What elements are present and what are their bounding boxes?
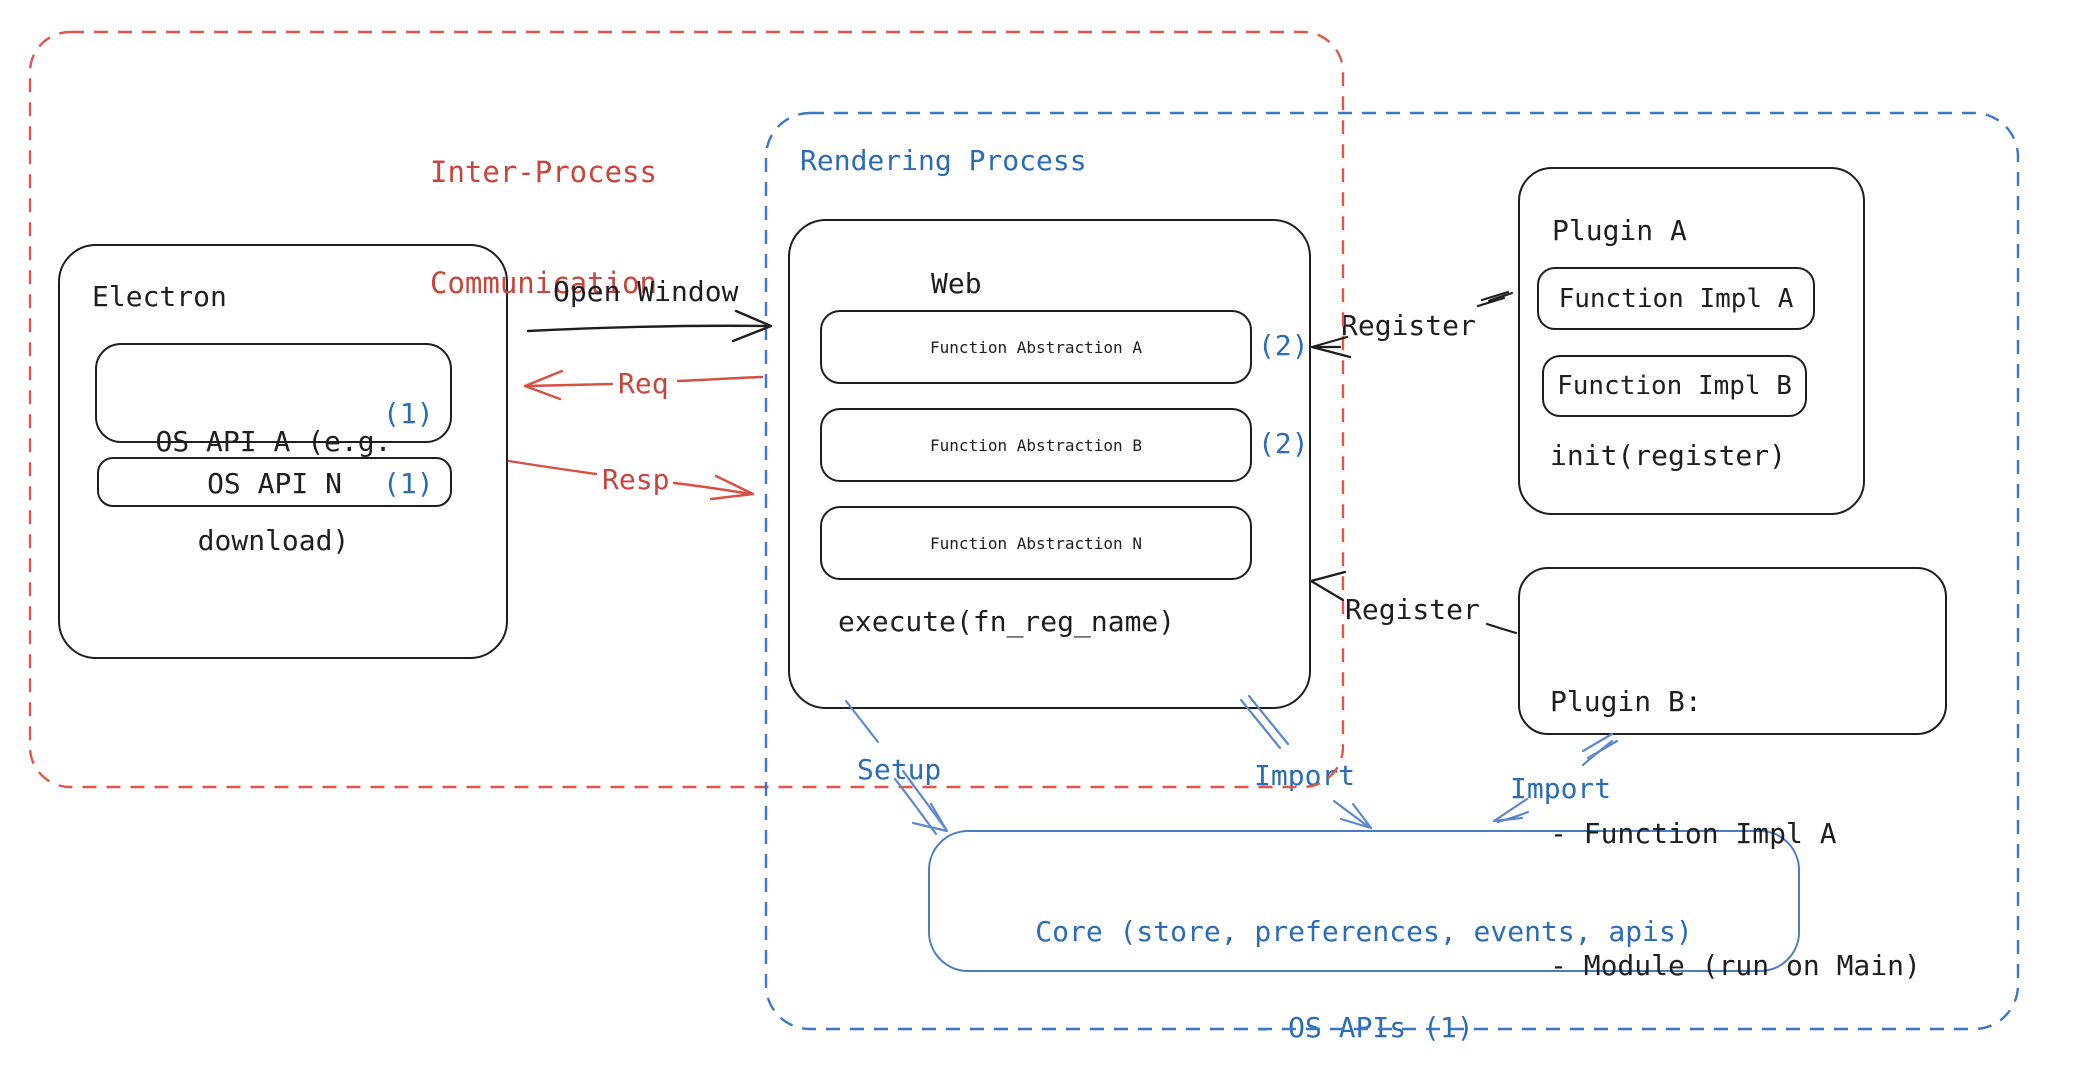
register-top-label: Register xyxy=(1341,309,1476,342)
execute-label: execute(fn_reg_name) xyxy=(838,605,1176,638)
function-abstraction-a-badge: (2) xyxy=(1258,329,1309,362)
function-impl-b-label: Function Impl B xyxy=(1557,371,1792,401)
electron-title: Electron xyxy=(92,280,227,313)
plugin-a-init-label: init(register) xyxy=(1550,439,1787,472)
web-title: Web xyxy=(931,267,982,300)
function-abstraction-a-box: Function Abstraction A xyxy=(820,310,1252,384)
function-abstraction-n-box: Function Abstraction N xyxy=(820,506,1252,580)
core-line1: Core (store, preferences, events, apis) xyxy=(1035,915,1693,948)
function-abstraction-b-box: Function Abstraction B xyxy=(820,408,1252,482)
plugin-a-title: Plugin A xyxy=(1552,214,1687,247)
open-window-label: Open Window xyxy=(553,275,739,308)
req-label: Req xyxy=(618,367,669,400)
function-abstraction-b-label: Function Abstraction B xyxy=(930,435,1142,455)
core-line2: - OS APIs (1) xyxy=(1254,1011,1474,1044)
resp-label: Resp xyxy=(602,463,670,496)
ipc-region-label: Inter-Process Communication xyxy=(430,80,657,376)
setup-label: Setup xyxy=(857,753,942,786)
function-abstraction-b-badge: (2) xyxy=(1258,427,1309,460)
function-impl-b-box: Function Impl B xyxy=(1542,355,1807,417)
os-api-a-badge: (1) xyxy=(383,397,434,430)
function-abstraction-n-label: Function Abstraction N xyxy=(930,533,1142,553)
plugin-b-line1: Plugin B: xyxy=(1550,685,1702,718)
os-api-a-line2: download) xyxy=(197,524,350,557)
ipc-label-line1: Inter-Process xyxy=(430,155,657,189)
import-plugin-label: Import xyxy=(1510,772,1612,805)
function-impl-a-label: Function Impl A xyxy=(1558,283,1794,314)
register-bottom-label: Register xyxy=(1345,593,1480,626)
rendering-region-label: Rendering Process xyxy=(800,144,1087,177)
function-impl-a-box: Function Impl A xyxy=(1537,267,1815,330)
os-api-n-badge: (1) xyxy=(383,467,434,500)
import-web-label: Import xyxy=(1254,759,1356,792)
plugin-b-line2: - Function Impl A xyxy=(1550,817,1837,850)
function-abstraction-a-label: Function Abstraction A xyxy=(930,337,1142,357)
core-text: Core (store, preferences, events, apis) … xyxy=(928,852,1800,1066)
